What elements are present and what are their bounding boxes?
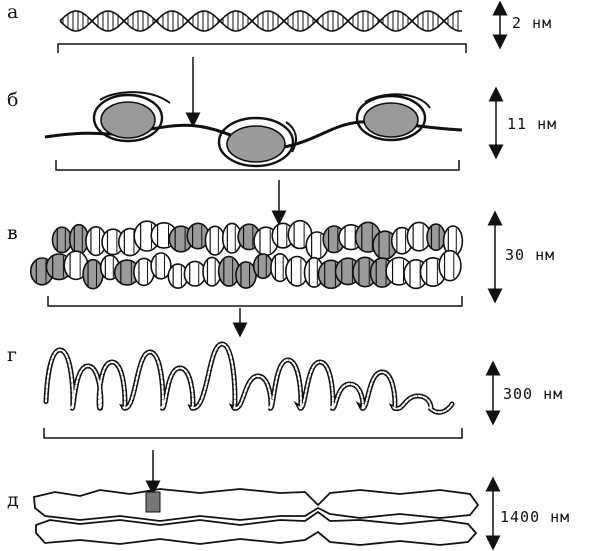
level-label-v: в <box>7 222 18 244</box>
level-label-d: д <box>7 489 19 511</box>
chromatid-upper <box>33 488 480 522</box>
chromatin-fiber-30nm <box>29 219 464 290</box>
level-label-a: а <box>7 1 19 23</box>
level-label-g: г <box>7 344 17 366</box>
bracket-a <box>57 43 467 53</box>
fiber-nucleosome <box>217 255 241 287</box>
fiber-nucleosome <box>406 221 432 252</box>
fiber-nucleosome <box>252 253 274 280</box>
nucleosome <box>355 93 431 142</box>
level-label-b: б <box>7 89 19 111</box>
scale-label-d: 1400 нм <box>500 508 571 526</box>
fiber-nucleosome <box>221 222 243 254</box>
scale-label-a: 2 нм <box>512 14 553 32</box>
nucleosome <box>217 116 297 168</box>
fiber-nucleosome <box>438 249 462 282</box>
scale-label-v: 30 нм <box>505 246 556 264</box>
fiber-nucleosome <box>82 258 104 290</box>
bracket-b <box>55 160 460 171</box>
bracket-g <box>43 428 463 439</box>
chromatid-lower <box>35 510 478 546</box>
bracket-v <box>47 296 463 307</box>
fiber-nucleosome <box>150 252 172 280</box>
fiber-nucleosome <box>426 223 446 252</box>
looped-domains <box>43 341 455 415</box>
highlighted-region <box>145 491 161 513</box>
beads-on-string <box>44 91 463 168</box>
scale-label-b: 11 нм <box>507 115 558 133</box>
nucleosome <box>92 91 171 143</box>
dna-double-helix <box>59 10 463 32</box>
scale-label-g: 300 нм <box>503 385 564 403</box>
fiber-nucleosome <box>202 256 222 287</box>
fiber-nucleosome <box>287 219 313 250</box>
fiber-nucleosome <box>204 225 226 256</box>
metaphase-chromosome <box>33 488 480 546</box>
fiber-nucleosome <box>51 226 73 254</box>
fiber-nucleosome <box>183 260 207 287</box>
fiber-nucleosome <box>167 263 189 289</box>
